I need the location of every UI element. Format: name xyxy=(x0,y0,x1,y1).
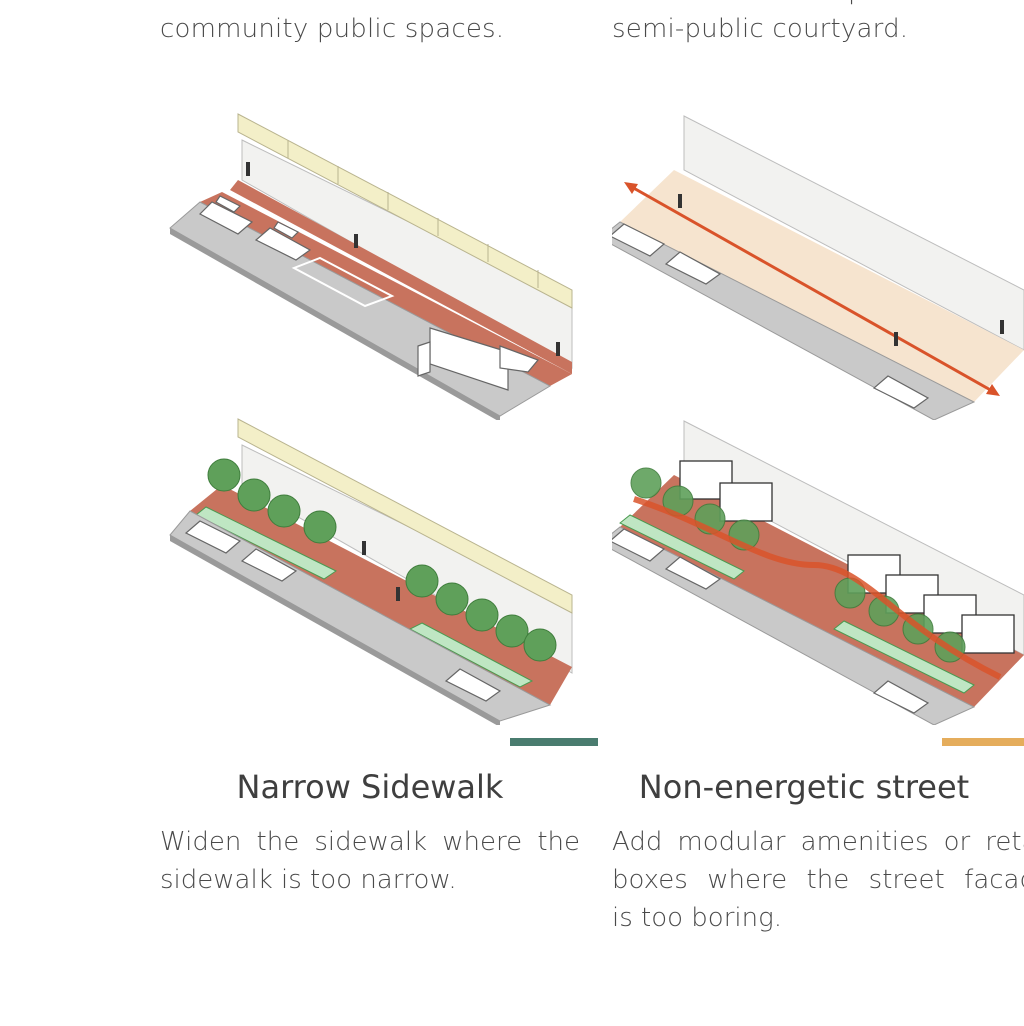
diagram-narrow-sidewalk-before xyxy=(160,110,580,420)
column-narrow-sidewalk: and converted them into community public… xyxy=(160,0,580,1026)
diagram-modular-boxes xyxy=(612,415,1024,725)
diagram-narrow-sidewalk-after xyxy=(160,415,580,725)
column-non-energetic-street: converted the space into a semi-public c… xyxy=(612,0,1024,1026)
intro-text-right: converted the space into a semi-public c… xyxy=(612,0,1024,48)
description-line: is too boring. xyxy=(612,899,1024,937)
courtyard-illustration xyxy=(612,110,1024,420)
narrow-sidewalk-after-illustration xyxy=(160,415,580,725)
narrow-sidewalk-before-illustration xyxy=(160,110,580,420)
description-line: sidewalk is too narrow. xyxy=(160,861,580,899)
accent-bar-left xyxy=(510,738,598,746)
intro-line: semi-public courtyard. xyxy=(612,10,1024,48)
intro-line: community public spaces. xyxy=(160,10,580,48)
heading-narrow-sidewalk: Narrow Sidewalk xyxy=(160,765,580,809)
accent-bar-right xyxy=(942,738,1024,746)
modular-boxes-illustration xyxy=(612,415,1024,725)
intro-text-left: and converted them into community public… xyxy=(160,0,580,48)
heading-non-energetic-street: Non-energetic street xyxy=(612,765,1004,809)
description-non-energetic-street: Add modular amenities or retail boxes wh… xyxy=(612,823,1024,937)
intro-line: and converted them into xyxy=(160,0,580,10)
description-line: boxes where the street facade xyxy=(612,861,1024,899)
intro-line: converted the space into a xyxy=(612,0,1024,10)
description-line: Add modular amenities or retail xyxy=(612,823,1024,861)
description-line: Widen the sidewalk where the xyxy=(160,823,580,861)
diagram-courtyard xyxy=(612,110,1024,420)
description-narrow-sidewalk: Widen the sidewalk where the sidewalk is… xyxy=(160,823,580,899)
